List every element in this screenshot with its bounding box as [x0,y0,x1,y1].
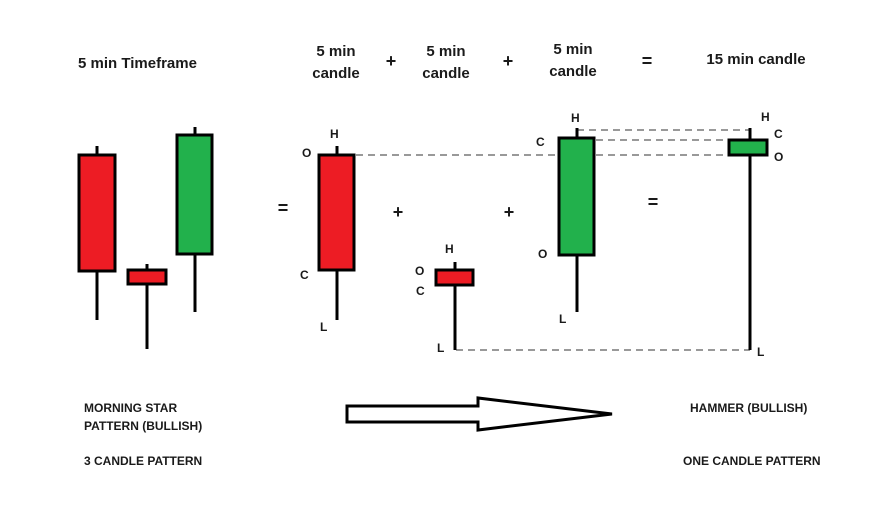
fifteen-min-hammer-candle: H C O L [727,110,783,359]
candle-3-high-label: H [571,111,580,125]
candle-3-heading-line-2: candle [549,63,597,80]
candle-3-body [557,136,596,257]
right-caption-line-1: HAMMER (BULLISH) [690,401,807,415]
hammer-open-label: O [774,150,783,164]
candle-1-close-label: C [300,268,309,282]
five-min-candle-2: H O C L [415,242,475,355]
candle-2-heading-line-2: candle [422,65,470,82]
hammer-low-label: L [757,345,764,359]
candle-1-low-label: L [320,320,327,334]
candle-1-high-label: H [330,127,339,141]
header-plus-sign-2: + [503,51,514,71]
candle-2-body [434,268,475,287]
right-caption-line-2: ONE CANDLE PATTERN [683,454,821,468]
left-candle-2-body [126,268,168,286]
candle-1-heading-line-2: candle [312,65,360,82]
five-min-candle-3: H C O L [536,111,596,326]
candle-3-open-label: O [538,247,547,261]
dashed-connectors [356,129,750,351]
plus-sign-2: + [504,202,515,222]
candle-2-close-label: C [416,284,425,298]
candle-2-heading-line-1: 5 min [426,43,465,60]
left-caption-line-1: MORNING STAR [84,401,177,415]
hammer-body [727,138,769,157]
equals-sign-left: = [278,198,289,218]
candle-3-heading-line-1: 5 min [553,41,592,58]
plus-sign-1: + [393,202,404,222]
hammer-close-label: C [774,127,783,141]
header-equals-sign: = [642,51,653,71]
left-candle-3-body [175,133,214,256]
five-min-candle-1: H O C L [300,127,356,334]
timeframe-heading: 5 min Timeframe [78,55,197,72]
candle-1-heading-line-1: 5 min [316,43,355,60]
candle-1-body [317,153,356,272]
equals-sign-right: = [648,192,659,212]
hammer-high-label: H [761,110,770,124]
candle-2-open-label: O [415,264,424,278]
candle-2-low-label: L [437,341,444,355]
candle-2-high-label: H [445,242,454,256]
morning-star-pattern [77,127,214,349]
left-caption-line-2: PATTERN (BULLISH) [84,419,202,433]
candle-3-low-label: L [559,312,566,326]
candle-1-open-label: O [302,146,311,160]
left-candle-1-body [77,153,117,273]
candle-3-close-label: C [536,135,545,149]
result-heading: 15 min candle [706,51,805,68]
header-plus-sign-1: + [386,51,397,71]
left-caption-line-3: 3 CANDLE PATTERN [84,454,202,468]
transformation-arrow [345,396,613,432]
